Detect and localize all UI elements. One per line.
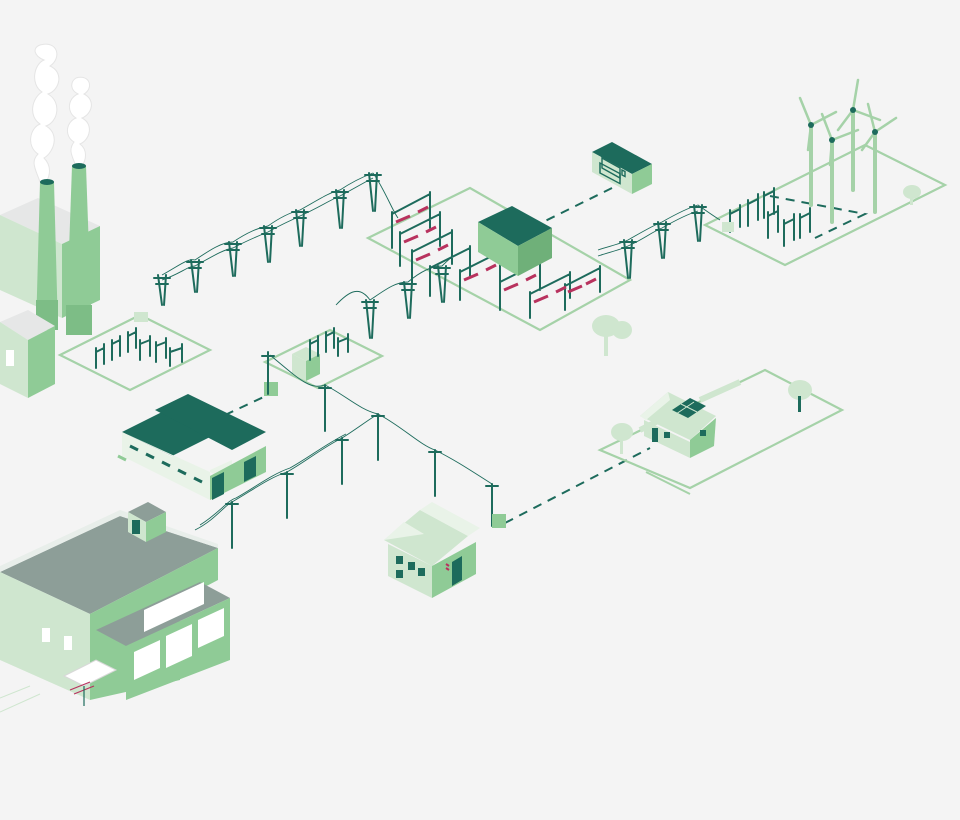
step-up-substation: [57, 312, 213, 392]
solar-house-link: [504, 447, 651, 524]
utility-poles: [225, 351, 499, 549]
main-substation: [365, 186, 633, 332]
wind-substation-link: [769, 195, 869, 239]
battery-storage: [592, 142, 652, 194]
factory: [0, 502, 230, 713]
solar-house: [592, 315, 845, 495]
chimney-left: [36, 182, 58, 330]
battery-icon: [601, 156, 626, 180]
chimney-right: [66, 166, 92, 335]
warehouse-link: [224, 393, 271, 416]
smoke-plume-2: [67, 76, 92, 167]
pylons: [153, 172, 707, 339]
power-plant: [0, 43, 100, 398]
house: [384, 502, 480, 598]
wind-farm: [702, 78, 948, 267]
transmission-line: [153, 172, 721, 549]
smoke-plume-1: [30, 43, 60, 183]
warehouse: [117, 394, 266, 500]
battery-link: [534, 187, 613, 227]
